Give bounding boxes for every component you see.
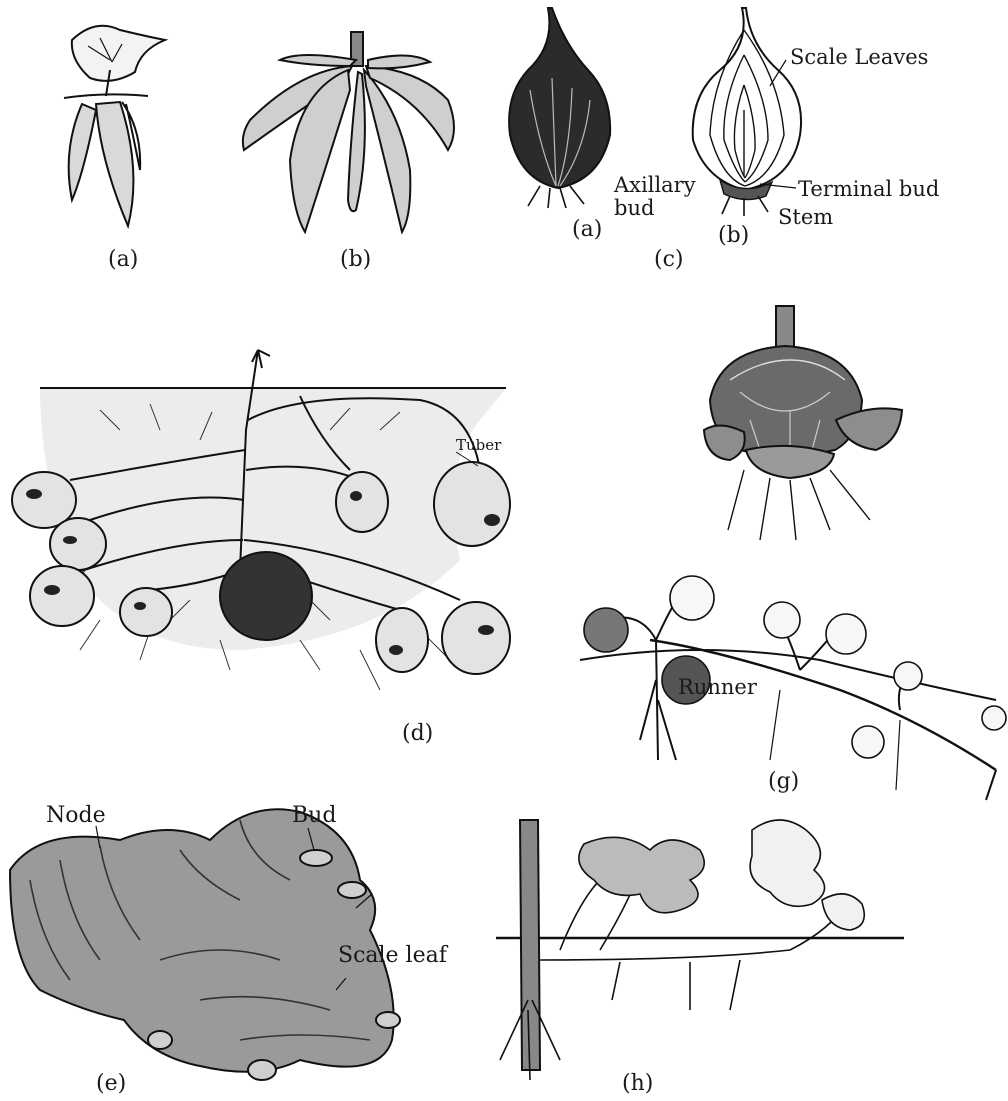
sucker-illustration [496, 820, 904, 1080]
potato-plant-illustration [12, 350, 510, 690]
tuber-label: Tuber [456, 436, 502, 454]
onion-bulb-section [693, 8, 801, 216]
onion-leader-lines [760, 60, 796, 188]
scale-leaf-label: Scale leaf [338, 943, 449, 968]
panel-label-g: (g) [768, 769, 799, 794]
onion-bulb-external [509, 8, 610, 208]
sweet-potato-illustration [64, 26, 165, 226]
node-label: Node [46, 803, 106, 828]
panel-label-a: (a) [108, 247, 138, 272]
panel-label-h: (h) [622, 1071, 653, 1096]
panel-label-d: (d) [402, 721, 433, 746]
corm-illustration [704, 306, 902, 540]
tuberous-roots-illustration [243, 32, 454, 232]
panel-label-c: (c) [654, 247, 684, 272]
scale-leaves-label: Scale Leaves [790, 45, 928, 69]
stem-label: Stem [778, 205, 833, 229]
bud-label: Bud [292, 803, 336, 828]
axillary-bud-label: bud [614, 196, 654, 220]
terminal-bud-label: Terminal bud [798, 177, 939, 201]
runner-label: Runner [678, 675, 758, 699]
axillary-label: Axillary [613, 173, 696, 197]
panel-label-c-sub-b: (b) [718, 223, 749, 248]
panel-label-c-sub-a: (a) [572, 217, 602, 242]
panel-label-b: (b) [340, 247, 371, 272]
runner-illustration [580, 576, 1006, 800]
panel-label-e: (e) [96, 1071, 126, 1096]
